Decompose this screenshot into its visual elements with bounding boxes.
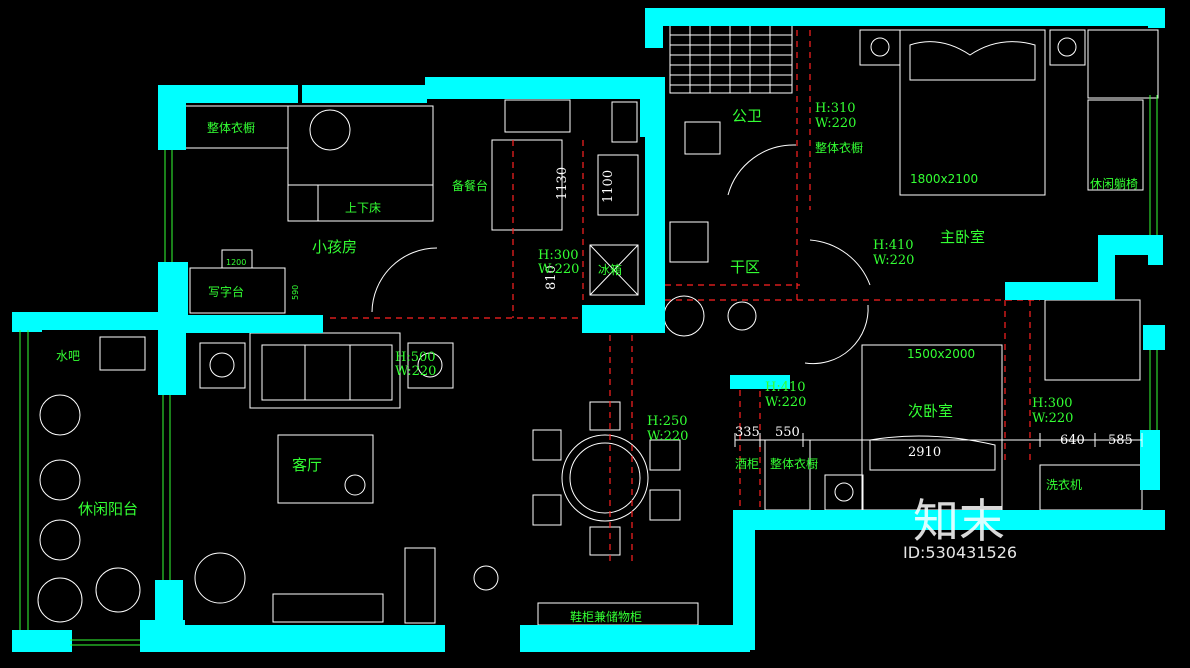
label-wardrobe-child: 整体衣橱 xyxy=(207,120,255,135)
bed-size-master: 1800x2100 xyxy=(910,172,978,186)
hw-5-w: W:220 xyxy=(873,253,914,268)
label-prep-counter: 备餐台 xyxy=(452,178,488,193)
desk-depth: 590 xyxy=(291,285,300,300)
room-label-balcony: 休闲阳台 xyxy=(78,500,138,518)
label-lounge-chair: 休闲躺椅 xyxy=(1090,176,1138,191)
hw-2-h: H:500 xyxy=(395,350,436,365)
hw-3-w: W:220 xyxy=(647,429,688,444)
hw-3-h: H:250 xyxy=(647,414,688,429)
label-shoe-cabinet: 鞋柜兼储物柜 xyxy=(570,609,642,624)
room-label-child: 小孩房 xyxy=(312,238,357,256)
dim-335: 335 xyxy=(735,425,760,440)
label-water-bar: 水吧 xyxy=(56,349,80,363)
hw-2-w: W:220 xyxy=(395,364,436,379)
hw-1-h: H:300 xyxy=(538,248,579,263)
fridge-810: 810 xyxy=(544,265,559,290)
label-wardrobe-second: 整体衣橱 xyxy=(770,456,818,471)
dimension-line xyxy=(734,433,1143,447)
label-washer: 洗衣机 xyxy=(1046,477,1082,492)
dim-550: 550 xyxy=(775,425,800,440)
label-desk: 写字台 xyxy=(208,284,244,299)
hw-7-h: H:300 xyxy=(1032,396,1073,411)
room-label-bath: 公卫 xyxy=(732,107,762,125)
dim-585: 585 xyxy=(1108,433,1133,448)
walls xyxy=(12,8,1165,652)
room-label-dry: 干区 xyxy=(730,258,760,276)
counter-1130: 1130 xyxy=(555,167,570,200)
room-label-master: 主卧室 xyxy=(940,228,985,246)
hw-1-w: W:220 xyxy=(538,262,579,277)
dim-2910: 2910 xyxy=(908,445,941,460)
bed-size-second: 1500x2000 xyxy=(907,347,975,361)
label-wardrobe-master: 整体衣橱 xyxy=(815,140,863,155)
hw-4-h: H:310 xyxy=(815,101,856,116)
windows xyxy=(19,95,1158,646)
desk-size: 1200 xyxy=(226,258,246,267)
hw-5-h: H:410 xyxy=(873,238,914,253)
hw-6-h: H:410 xyxy=(765,380,806,395)
watermark-id: ID:530431526 xyxy=(903,543,1017,562)
hw-7-w: W:220 xyxy=(1032,411,1073,426)
watermark-logo: 知末 xyxy=(913,494,1005,548)
hw-tags: H:300 W:220 H:500 W:220 H:250 W:220 H:31… xyxy=(395,101,1073,444)
counter-1100: 1100 xyxy=(601,170,616,203)
axis-lines xyxy=(330,30,1040,565)
dim-640: 640 xyxy=(1060,433,1085,448)
hw-6-w: W:220 xyxy=(765,395,806,410)
label-cabinet-a: 酒柜 xyxy=(735,457,759,471)
label-bunk-bed: 上下床 xyxy=(345,201,381,215)
room-label-second: 次卧室 xyxy=(908,402,953,420)
hw-4-w: W:220 xyxy=(815,116,856,131)
room-label-living: 客厅 xyxy=(292,456,322,474)
label-fridge: 冰箱 xyxy=(598,262,622,277)
